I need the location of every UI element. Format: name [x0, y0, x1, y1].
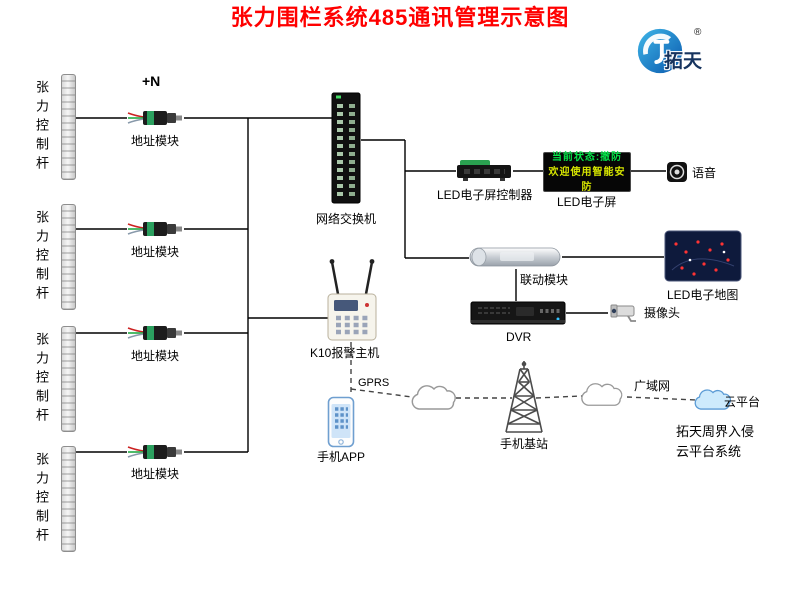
- base-station-label: 手机基站: [500, 437, 549, 451]
- led-screen-status-text: 当前状态:撤防: [551, 151, 623, 163]
- brand-name: 拓天: [664, 51, 703, 72]
- tension-rod-3: 张力控制杆: [32, 326, 76, 432]
- led-map-icon: [664, 230, 742, 287]
- address-module-2-label: 地址模块: [131, 245, 180, 259]
- k10-alarm-host-label: K10报警主机: [310, 346, 380, 360]
- address-module-4-icon: [126, 438, 184, 471]
- brand-logo-icon: [636, 27, 684, 80]
- address-module-3-label: 地址模块: [131, 349, 180, 363]
- dvr-icon: [470, 300, 566, 331]
- address-module-1-icon: [126, 104, 184, 137]
- voice-label: 语音: [692, 166, 717, 180]
- led-controller-icon: [455, 158, 513, 187]
- led-screen: 当前状态:撤防 欢迎使用智能安防: [543, 151, 631, 193]
- tension-rod-label: 张力控制杆: [34, 79, 49, 175]
- cloud-platform-line2: 云平台系统: [676, 444, 742, 459]
- phone-app-icon: [327, 396, 355, 453]
- voice-speaker-icon: [666, 161, 688, 188]
- tension-rod-icon: [61, 74, 76, 180]
- linkage-module-icon: [468, 244, 562, 275]
- registered-mark: ®: [694, 27, 702, 38]
- network-switch-icon: [331, 92, 361, 209]
- tension-rod-label: 张力控制杆: [34, 331, 49, 427]
- led-screen-label: LED电子屏: [557, 195, 617, 209]
- address-module-1-label: 地址模块: [131, 134, 180, 148]
- tension-rod-label: 张力控制杆: [34, 209, 49, 305]
- network-switch-label: 网络交换机: [316, 212, 377, 226]
- diagram-title: 张力围栏系统485通讯管理示意图: [230, 5, 570, 30]
- cloud-icon-right: [576, 380, 628, 415]
- wan-label: 广域网: [634, 379, 671, 393]
- tension-rod-2: 张力控制杆: [32, 204, 76, 310]
- address-module-2-icon: [126, 215, 184, 248]
- tension-rod-icon: [61, 204, 76, 310]
- address-module-3-icon: [126, 319, 184, 352]
- cloud-icon-left: [405, 382, 463, 419]
- linkage-module-label: 联动模块: [520, 273, 569, 287]
- led-map-label: LED电子地图: [667, 288, 739, 302]
- tension-rod-icon: [61, 446, 76, 552]
- gprs-label: GPRS: [358, 377, 390, 389]
- led-controller-label: LED电子屏控制器: [437, 188, 533, 202]
- base-station-icon: [500, 360, 548, 439]
- phone-app-label: 手机APP: [317, 450, 366, 464]
- cloud-platform-label: 云平台: [724, 395, 761, 409]
- led-screen-welcome-text: 欢迎使用智能安防: [548, 166, 626, 193]
- tension-rod-4: 张力控制杆: [32, 446, 76, 552]
- camera-label: 摄像头: [644, 306, 681, 320]
- tension-rod-icon: [61, 326, 76, 432]
- tension-rod-label: 张力控制杆: [34, 451, 49, 547]
- camera-icon: [608, 301, 642, 330]
- plus-n-label: +N: [142, 73, 161, 89]
- tension-rod-1: 张力控制杆: [32, 74, 76, 180]
- k10-alarm-host-icon: [324, 258, 380, 347]
- address-module-4-label: 地址模块: [131, 467, 180, 481]
- cloud-platform-line1: 拓天周界入侵: [676, 424, 755, 439]
- dvr-label: DVR: [506, 330, 532, 344]
